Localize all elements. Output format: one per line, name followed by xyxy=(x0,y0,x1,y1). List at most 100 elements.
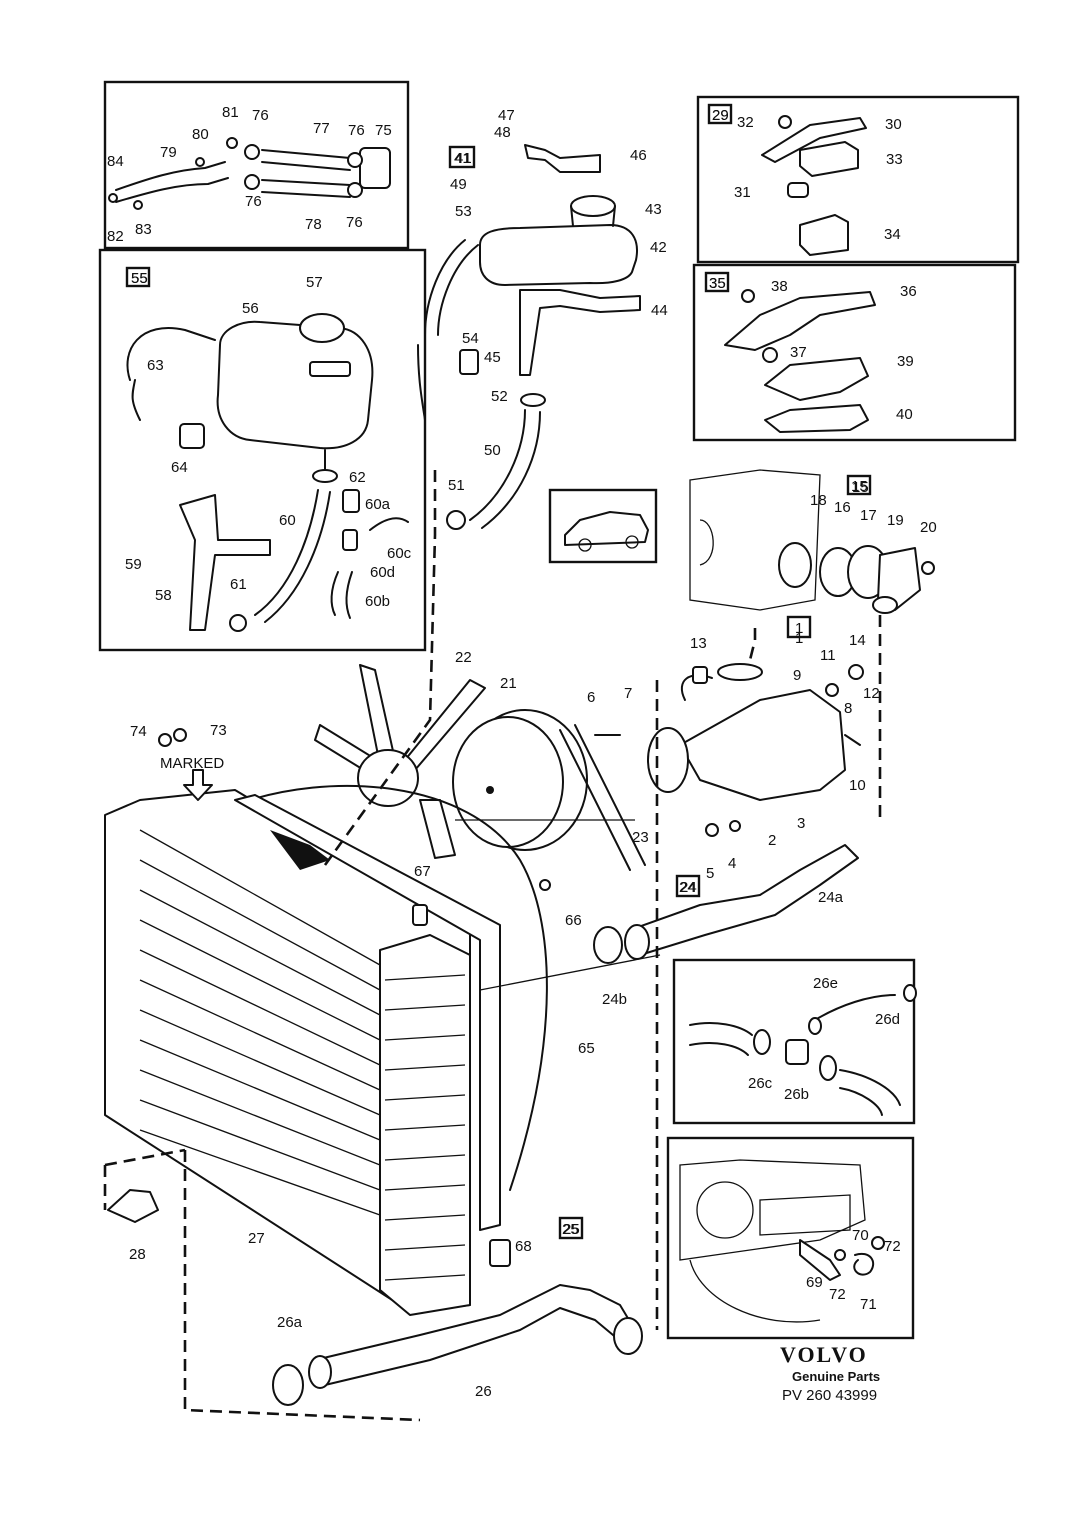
group-label-25: 25 xyxy=(562,1221,579,1238)
callout-52: 52 xyxy=(491,388,508,405)
inset-frame-group-29 xyxy=(696,95,1020,264)
group-box-29 xyxy=(707,103,733,125)
inset-frame-group-55 xyxy=(98,248,427,652)
inset-frame-hose-joint xyxy=(672,958,916,1125)
callout-61: 61 xyxy=(230,576,247,593)
radiator xyxy=(104,728,551,1316)
callout-40: 40 xyxy=(896,406,913,423)
leader-radiator-to-hose xyxy=(183,1150,421,1422)
callout-76: 76 xyxy=(252,107,269,124)
callout-24: 24 xyxy=(680,879,697,896)
callout-57: 57 xyxy=(306,274,323,291)
callout-80: 80 xyxy=(192,126,209,143)
callout-26: 26 xyxy=(475,1383,492,1400)
callout-16: 16 xyxy=(834,499,851,516)
water-pump xyxy=(594,663,864,837)
group-box-15 xyxy=(846,474,872,496)
callout-10: 10 xyxy=(849,777,866,794)
group-label-24: 24 xyxy=(679,879,696,896)
callout-74: 74 xyxy=(130,723,147,740)
callout-81: 81 xyxy=(222,104,239,121)
callout-31: 31 xyxy=(734,184,751,201)
leader-fine xyxy=(479,954,661,991)
callout-37: 37 xyxy=(790,344,807,361)
callout-38: 38 xyxy=(771,278,788,295)
callout-51: 51 xyxy=(448,477,465,494)
expansion-tank-55 xyxy=(126,313,409,632)
mounting-bracket-35 xyxy=(724,289,876,433)
leader-9 xyxy=(748,628,757,661)
part-reference: PV 260 43999 xyxy=(782,1387,877,1404)
callout-59: 59 xyxy=(125,556,142,573)
callout-26b: 26b xyxy=(784,1086,809,1103)
inset-frame-group-35 xyxy=(692,263,1017,442)
callout-60c: 60c xyxy=(387,545,412,562)
expansion-tank-41 xyxy=(417,144,641,530)
callout-26e: 26e xyxy=(813,975,838,992)
callout-23: 23 xyxy=(632,829,649,846)
callout-76b: 76 xyxy=(348,122,365,139)
callout-73: 73 xyxy=(210,722,227,739)
group-box-55 xyxy=(125,266,151,288)
callout-24a: 24a xyxy=(818,889,844,906)
group-box-1 xyxy=(786,615,812,639)
callout-5: 5 xyxy=(706,865,714,882)
callout-26a: 26a xyxy=(277,1314,303,1331)
callout-3: 3 xyxy=(797,815,805,832)
group-box-35 xyxy=(704,271,730,293)
callout-58: 58 xyxy=(155,587,172,604)
callout-29: 29 xyxy=(712,107,729,124)
callout-35: 35 xyxy=(709,275,726,292)
callout-9: 9 xyxy=(793,667,801,684)
vehicle-silhouette xyxy=(564,511,649,552)
callout-33: 33 xyxy=(886,151,903,168)
callout-60: 60 xyxy=(279,512,296,529)
group-box-25 xyxy=(558,1216,584,1240)
callout-48: 48 xyxy=(494,124,511,141)
callout-30: 30 xyxy=(885,116,902,133)
callout-6: 6 xyxy=(587,689,595,706)
callout-12: 12 xyxy=(863,685,880,702)
callout-2: 2 xyxy=(768,832,776,849)
callout-44: 44 xyxy=(651,302,668,319)
group-label-1: 1 xyxy=(795,620,803,637)
callout-70: 70 xyxy=(852,1227,869,1244)
inset-frame-car xyxy=(548,488,658,564)
callout-83: 83 xyxy=(135,221,152,238)
callout-36: 36 xyxy=(900,283,917,300)
group-label-41: 41 xyxy=(454,150,471,167)
group-label-35: 35 xyxy=(709,275,726,292)
callout-53: 53 xyxy=(455,203,472,220)
callout-45: 45 xyxy=(484,349,501,366)
lower-radiator-hose xyxy=(272,1284,643,1406)
group-number-boxes: 55 41 29 35 15 1 24 25 xyxy=(125,103,872,1240)
callout-64: 64 xyxy=(171,459,188,476)
callout-19: 19 xyxy=(887,512,904,529)
callout-84: 84 xyxy=(107,153,124,170)
hose-joint-26 xyxy=(689,984,917,1116)
group-label-15: 15 xyxy=(851,478,868,495)
callout-34: 34 xyxy=(884,226,901,243)
callout-62: 62 xyxy=(349,469,366,486)
callout-60d: 60d xyxy=(370,564,395,581)
callout-4: 4 xyxy=(728,855,736,872)
callout-60b: 60b xyxy=(365,593,390,610)
heater-hose-assembly xyxy=(108,137,391,210)
callout-69: 69 xyxy=(806,1274,823,1291)
callout-15: 15 xyxy=(852,479,869,496)
callout-68: 68 xyxy=(515,1238,532,1255)
mounting-bracket-29 xyxy=(761,115,867,256)
marked-annotation: MARKED xyxy=(160,755,224,772)
callout-71: 71 xyxy=(860,1296,877,1313)
callout-18: 18 xyxy=(810,492,827,509)
callout-60a: 60a xyxy=(365,496,391,513)
callout-82: 82 xyxy=(107,228,124,245)
brand-logo: VOLVO xyxy=(780,1342,868,1367)
group-box-24 xyxy=(675,874,701,898)
callout-46: 46 xyxy=(630,147,647,164)
callout-54: 54 xyxy=(462,330,479,347)
callout-42: 42 xyxy=(650,239,667,256)
callout-11: 11 xyxy=(820,647,836,664)
group-box-41 xyxy=(448,145,476,169)
